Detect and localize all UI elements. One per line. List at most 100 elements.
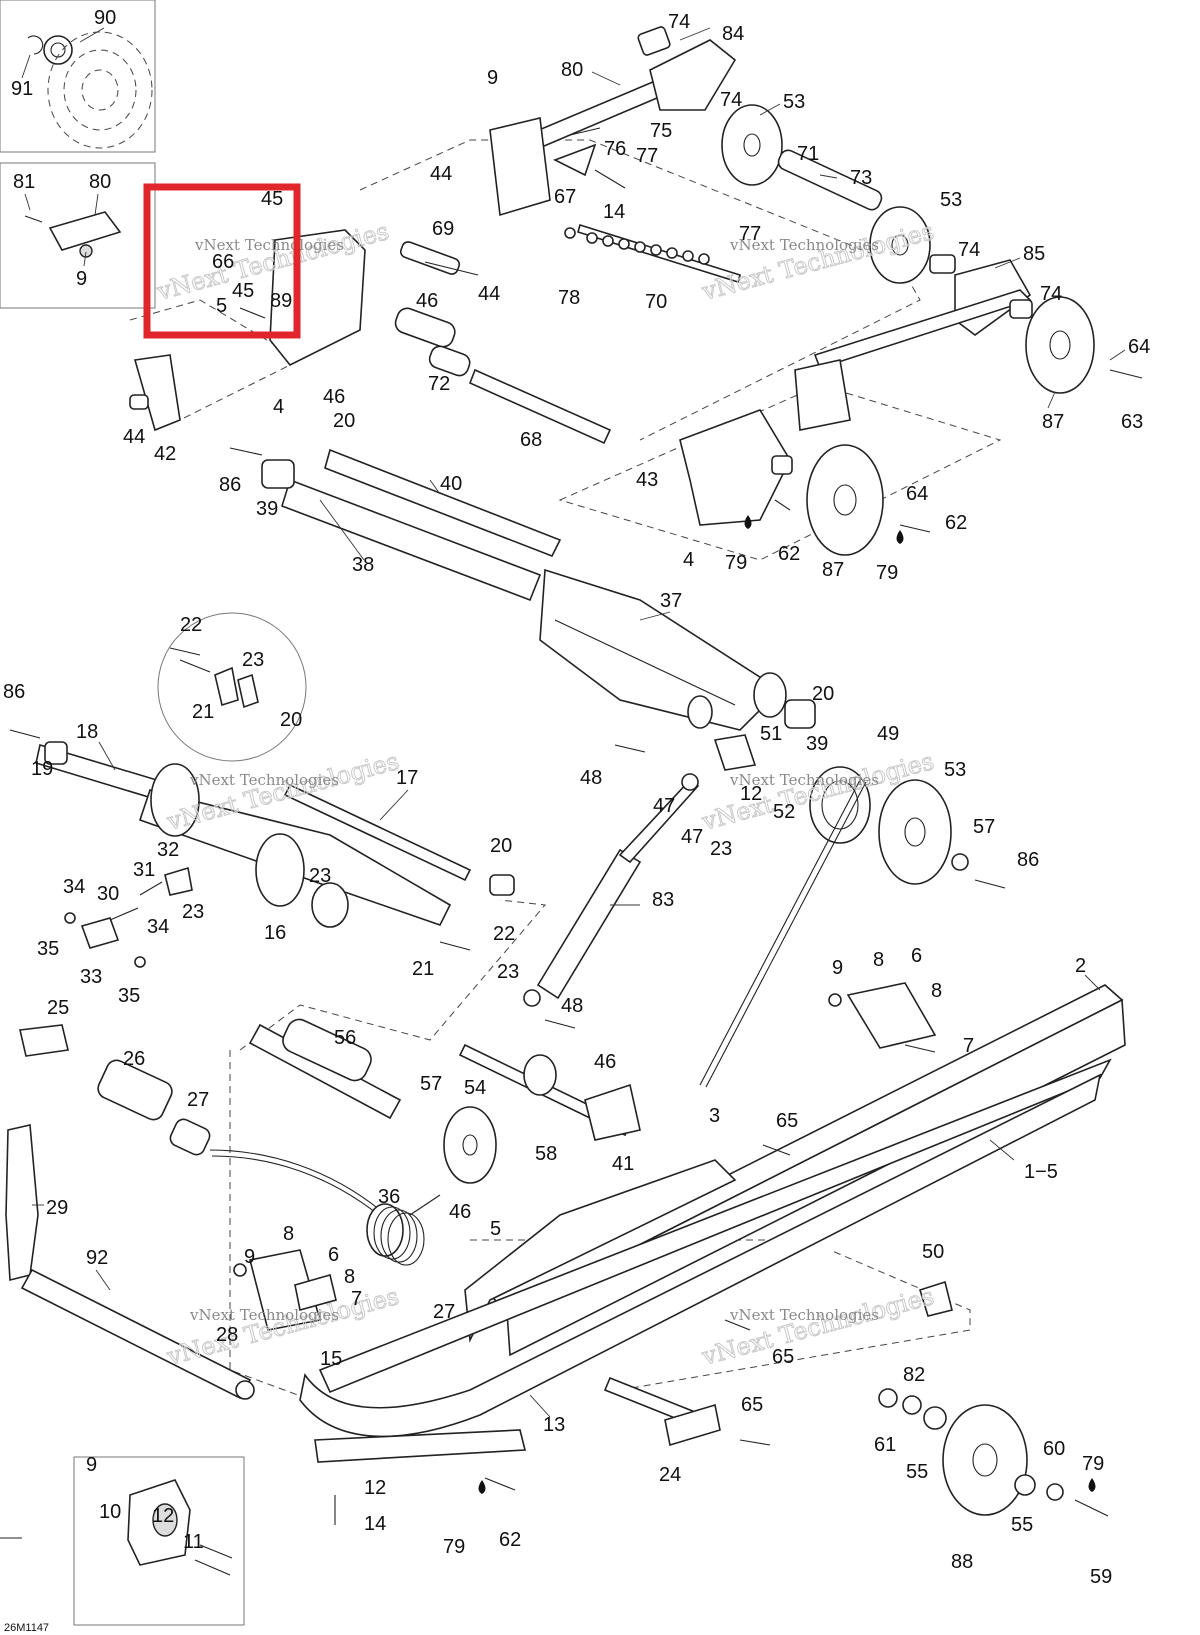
- callout-55: 55: [1011, 1514, 1033, 1536]
- callout-77: 77: [739, 223, 761, 245]
- watermark: vNext Technologies: [189, 771, 339, 789]
- callout-91: 91: [11, 78, 33, 100]
- grease-drop-icon: [478, 515, 1096, 1494]
- callout-21: 21: [192, 701, 214, 723]
- callout-40: 40: [440, 473, 462, 495]
- watermark: vNext Technologies: [194, 236, 344, 254]
- callout-23: 23: [242, 649, 264, 671]
- mid-shaft-56: [248, 1018, 641, 1184]
- callout-9: 9: [487, 67, 498, 89]
- callout-labels: 90 91 81 80 9 45 66 5 45 89 74 84 9 80 7…: [3, 7, 1150, 1588]
- callout-79: 79: [876, 562, 898, 584]
- callout-57: 57: [973, 816, 995, 838]
- callout-49: 49: [877, 723, 899, 745]
- callout-27: 27: [187, 1089, 209, 1111]
- callout-48: 48: [580, 767, 602, 789]
- callout-10: 10: [99, 1501, 121, 1523]
- callout-85: 85: [1023, 243, 1045, 265]
- watermark: vNext Technologies: [729, 771, 879, 789]
- callout-12: 12: [740, 783, 762, 805]
- callout-42: 42: [154, 443, 176, 465]
- callout-25: 25: [47, 997, 69, 1019]
- center-idler-assembly: [699, 734, 969, 1088]
- callout-35: 35: [37, 938, 59, 960]
- callout-72: 72: [428, 373, 450, 395]
- torsion-spring-36: [209, 1149, 441, 1266]
- callout-66: 66: [212, 251, 234, 273]
- callout-58: 58: [535, 1143, 557, 1165]
- callout-70: 70: [645, 291, 667, 313]
- callout-24: 24: [659, 1464, 681, 1486]
- highlight-rectangle: [143, 183, 301, 339]
- watermark: vNext Technologies: [729, 1306, 879, 1324]
- callout-8: 8: [344, 1266, 355, 1288]
- callout-28: 28: [216, 1324, 238, 1346]
- callout-79: 79: [1082, 1453, 1104, 1475]
- callout-53: 53: [944, 759, 966, 781]
- callout-67: 67: [554, 186, 576, 208]
- watermark: vNext Technologies: [189, 1306, 339, 1324]
- callout-54: 54: [464, 1077, 486, 1099]
- callout-14: 14: [364, 1513, 386, 1535]
- callout-9: 9: [86, 1454, 97, 1476]
- callout-80: 80: [89, 171, 111, 193]
- callout-37: 37: [660, 590, 682, 612]
- callout-86: 86: [3, 681, 25, 703]
- callout-80: 80: [561, 59, 583, 81]
- front-pivot-shafts: [261, 448, 562, 602]
- callout-44: 44: [123, 426, 145, 448]
- inset-bearing-box: [0, 0, 156, 153]
- callout-44: 44: [478, 283, 500, 305]
- callout-5: 5: [490, 1218, 501, 1240]
- rear-arm-plate-43: [679, 359, 884, 556]
- callout-57: 57: [420, 1073, 442, 1095]
- callout-48: 48: [561, 995, 583, 1017]
- callout-46: 46: [416, 290, 438, 312]
- callout-18: 18: [76, 721, 98, 743]
- callout-46: 46: [594, 1051, 616, 1073]
- callout-92: 92: [86, 1247, 108, 1269]
- front-arm-assembly: [35, 741, 515, 928]
- callout-50: 50: [922, 1241, 944, 1263]
- callout-20: 20: [812, 683, 834, 705]
- callout-87: 87: [822, 559, 844, 581]
- callout-39: 39: [256, 498, 278, 520]
- callout-47: 47: [681, 826, 703, 848]
- callout-5: 5: [216, 295, 227, 317]
- callout-82: 82: [903, 1364, 925, 1386]
- callout-12: 12: [152, 1505, 174, 1527]
- callout-8: 8: [931, 980, 942, 1002]
- callout-62: 62: [945, 512, 967, 534]
- callout-64: 64: [906, 483, 928, 505]
- callout-74: 74: [1040, 283, 1062, 305]
- callout-39: 39: [806, 733, 828, 755]
- callout-12: 12: [364, 1477, 386, 1499]
- callout-44: 44: [430, 163, 452, 185]
- callout-71: 71: [797, 143, 819, 165]
- callout-84: 84: [722, 23, 744, 45]
- callout-23: 23: [710, 838, 732, 860]
- shock-83: [523, 773, 700, 1007]
- callout-56: 56: [334, 1027, 356, 1049]
- callout-34: 34: [63, 876, 85, 898]
- bolts: [0, 127, 1143, 1576]
- callout-51: 51: [760, 723, 782, 745]
- callout-33: 33: [80, 966, 102, 988]
- callout-69: 69: [432, 218, 454, 240]
- callout-86: 86: [219, 474, 241, 496]
- assembly-outline-upper: [359, 139, 921, 441]
- callout-3: 3: [709, 1105, 720, 1127]
- callout-23: 23: [182, 901, 204, 923]
- callout-77: 77: [636, 145, 658, 167]
- inset-detail-circle: [157, 612, 307, 762]
- front-torque-arm: [5, 1024, 255, 1400]
- callout-11: 11: [183, 1531, 204, 1553]
- callout-20: 20: [490, 835, 512, 857]
- callout-64: 64: [1128, 336, 1150, 358]
- callout-65: 65: [772, 1346, 794, 1368]
- callout-79: 79: [725, 552, 747, 574]
- callout-88: 88: [951, 1551, 973, 1573]
- inset-bumper-box: [73, 1456, 245, 1626]
- callout-86: 86: [1017, 849, 1039, 871]
- callout-8: 8: [283, 1223, 294, 1245]
